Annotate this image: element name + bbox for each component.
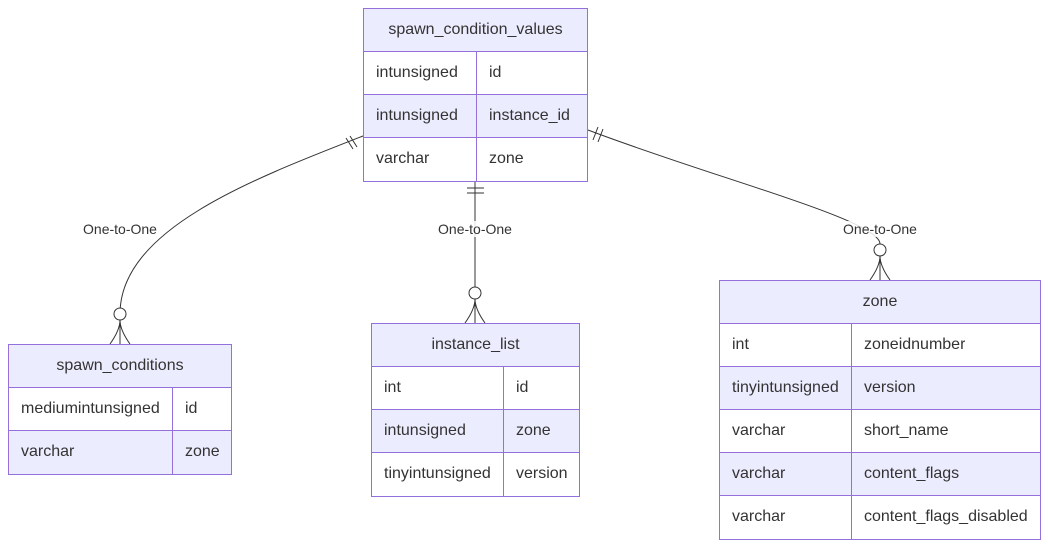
relationship-line-scv-zone [587, 129, 881, 245]
entity-spawn-conditions[interactable]: spawn_conditions mediumintunsigned id va… [8, 344, 232, 475]
attribute-name: id [516, 379, 529, 396]
attribute-type: int [720, 324, 852, 366]
attribute-type: varchar [364, 138, 477, 181]
attribute-row: tinyintunsigned version [372, 453, 579, 496]
attribute-type: tinyintunsigned [372, 453, 504, 496]
entity-zone[interactable]: zone int zoneidnumber tinyintunsigned ve… [719, 280, 1041, 540]
attribute-row: intunsigned zone [372, 410, 579, 453]
entity-title: zone [720, 281, 1040, 324]
one-marker-scv-zone-2 [597, 128, 604, 143]
attribute-type: varchar [720, 410, 852, 452]
attribute-name: zone [185, 443, 220, 460]
attribute-name: content_flags_disabled [864, 508, 1028, 525]
entity-spawn-condition-values[interactable]: spawn_condition_values intunsigned id in… [363, 8, 588, 182]
attribute-name: zoneidnumber [864, 336, 966, 353]
one-marker-scv-sc-1 [345, 137, 354, 150]
attribute-type: int [372, 367, 504, 409]
attribute-row: varchar content_flags [720, 453, 1040, 496]
attribute-type: tinyintunsigned [720, 367, 852, 409]
attribute-name: short_name [864, 422, 949, 439]
zero-marker-sc [113, 307, 127, 321]
relationship-label-scv-zone: One-to-One [841, 221, 919, 237]
one-marker-scv-sc-2 [349, 135, 358, 148]
attribute-row: intunsigned instance_id [364, 95, 587, 138]
attribute-name: zone [489, 150, 524, 167]
many-marker-zone [869, 255, 891, 281]
attribute-row: varchar zone [9, 431, 231, 474]
entity-title: spawn_condition_values [364, 9, 587, 52]
zero-marker-zone [873, 243, 887, 257]
attribute-row: tinyintunsigned version [720, 367, 1040, 410]
attribute-type: varchar [720, 453, 852, 495]
one-marker-scv-zone-1 [592, 126, 599, 141]
relationship-label-scv-il: One-to-One [436, 221, 514, 237]
relationship-line-scv-sc [119, 135, 364, 315]
attribute-type: mediumintunsigned [9, 388, 173, 430]
many-marker-sc [109, 319, 131, 345]
attribute-name: version [516, 465, 568, 482]
attribute-type: intunsigned [364, 95, 477, 137]
entity-title: instance_list [372, 324, 579, 367]
attribute-row: varchar zone [364, 138, 587, 181]
attribute-row: varchar content_flags_disabled [720, 496, 1040, 539]
attribute-row: int id [372, 367, 579, 410]
attribute-type: varchar [9, 431, 173, 474]
attribute-row: varchar short_name [720, 410, 1040, 453]
attribute-row: int zoneidnumber [720, 324, 1040, 367]
attribute-row: intunsigned id [364, 52, 587, 95]
attribute-row: mediumintunsigned id [9, 388, 231, 431]
attribute-name: id [489, 64, 502, 81]
attribute-name: zone [516, 422, 551, 439]
attribute-type: varchar [720, 496, 852, 539]
relationship-label-scv-sc: One-to-One [81, 221, 159, 237]
entity-title: spawn_conditions [9, 345, 231, 388]
attribute-type: intunsigned [364, 52, 477, 94]
many-marker-il [464, 298, 486, 324]
zero-marker-il [468, 286, 482, 300]
attribute-name: id [185, 400, 198, 417]
attribute-name: instance_id [489, 107, 570, 124]
attribute-name: version [864, 379, 916, 396]
entity-instance-list[interactable]: instance_list int id intunsigned zone ti… [371, 323, 580, 497]
attribute-name: content_flags [864, 465, 960, 482]
attribute-type: intunsigned [372, 410, 504, 452]
